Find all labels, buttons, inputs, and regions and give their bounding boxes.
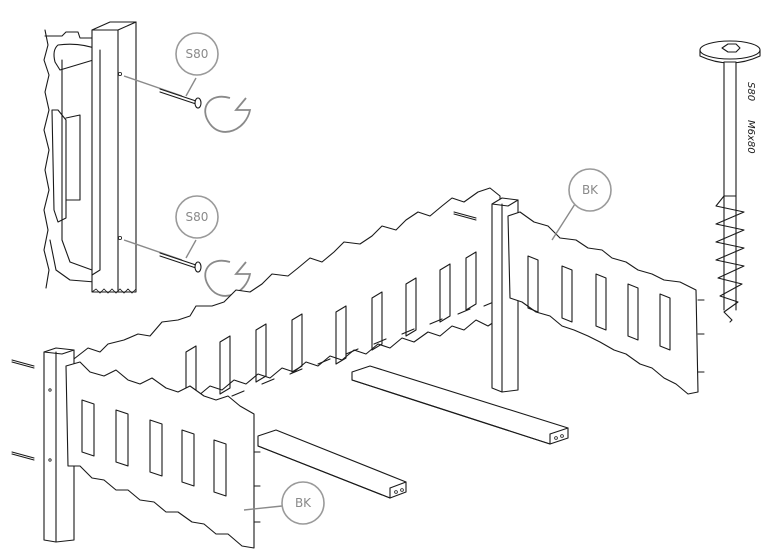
callout-bk-right-label: BK [582,183,599,197]
detail-screw-bottom [118,235,252,297]
front-panel [65,361,261,549]
callout-bk-front-label: BK [295,496,312,510]
detail-post-panel [43,21,137,294]
back-panel [69,187,501,415]
screw-illustration [699,40,761,323]
callout-bk-front: BK [243,481,325,525]
screw-code-label: S80 [745,82,756,101]
detail-screw-top [118,72,252,133]
rotate-arrow-bottom [204,259,252,297]
rotate-arrow-top [204,95,252,133]
callout-screw-bottom: S80 [175,195,219,259]
callout-screw-top-label: S80 [186,47,209,61]
callout-bk-right: BK [551,168,612,241]
right-panel [507,211,705,395]
floor-board-left [257,429,407,499]
callout-screw-top: S80 [175,32,219,97]
screw-size-label: M6x80 [745,120,756,154]
front-post [11,347,75,543]
callout-screw-bottom-label: S80 [186,210,209,224]
floor-board-right [351,365,569,445]
